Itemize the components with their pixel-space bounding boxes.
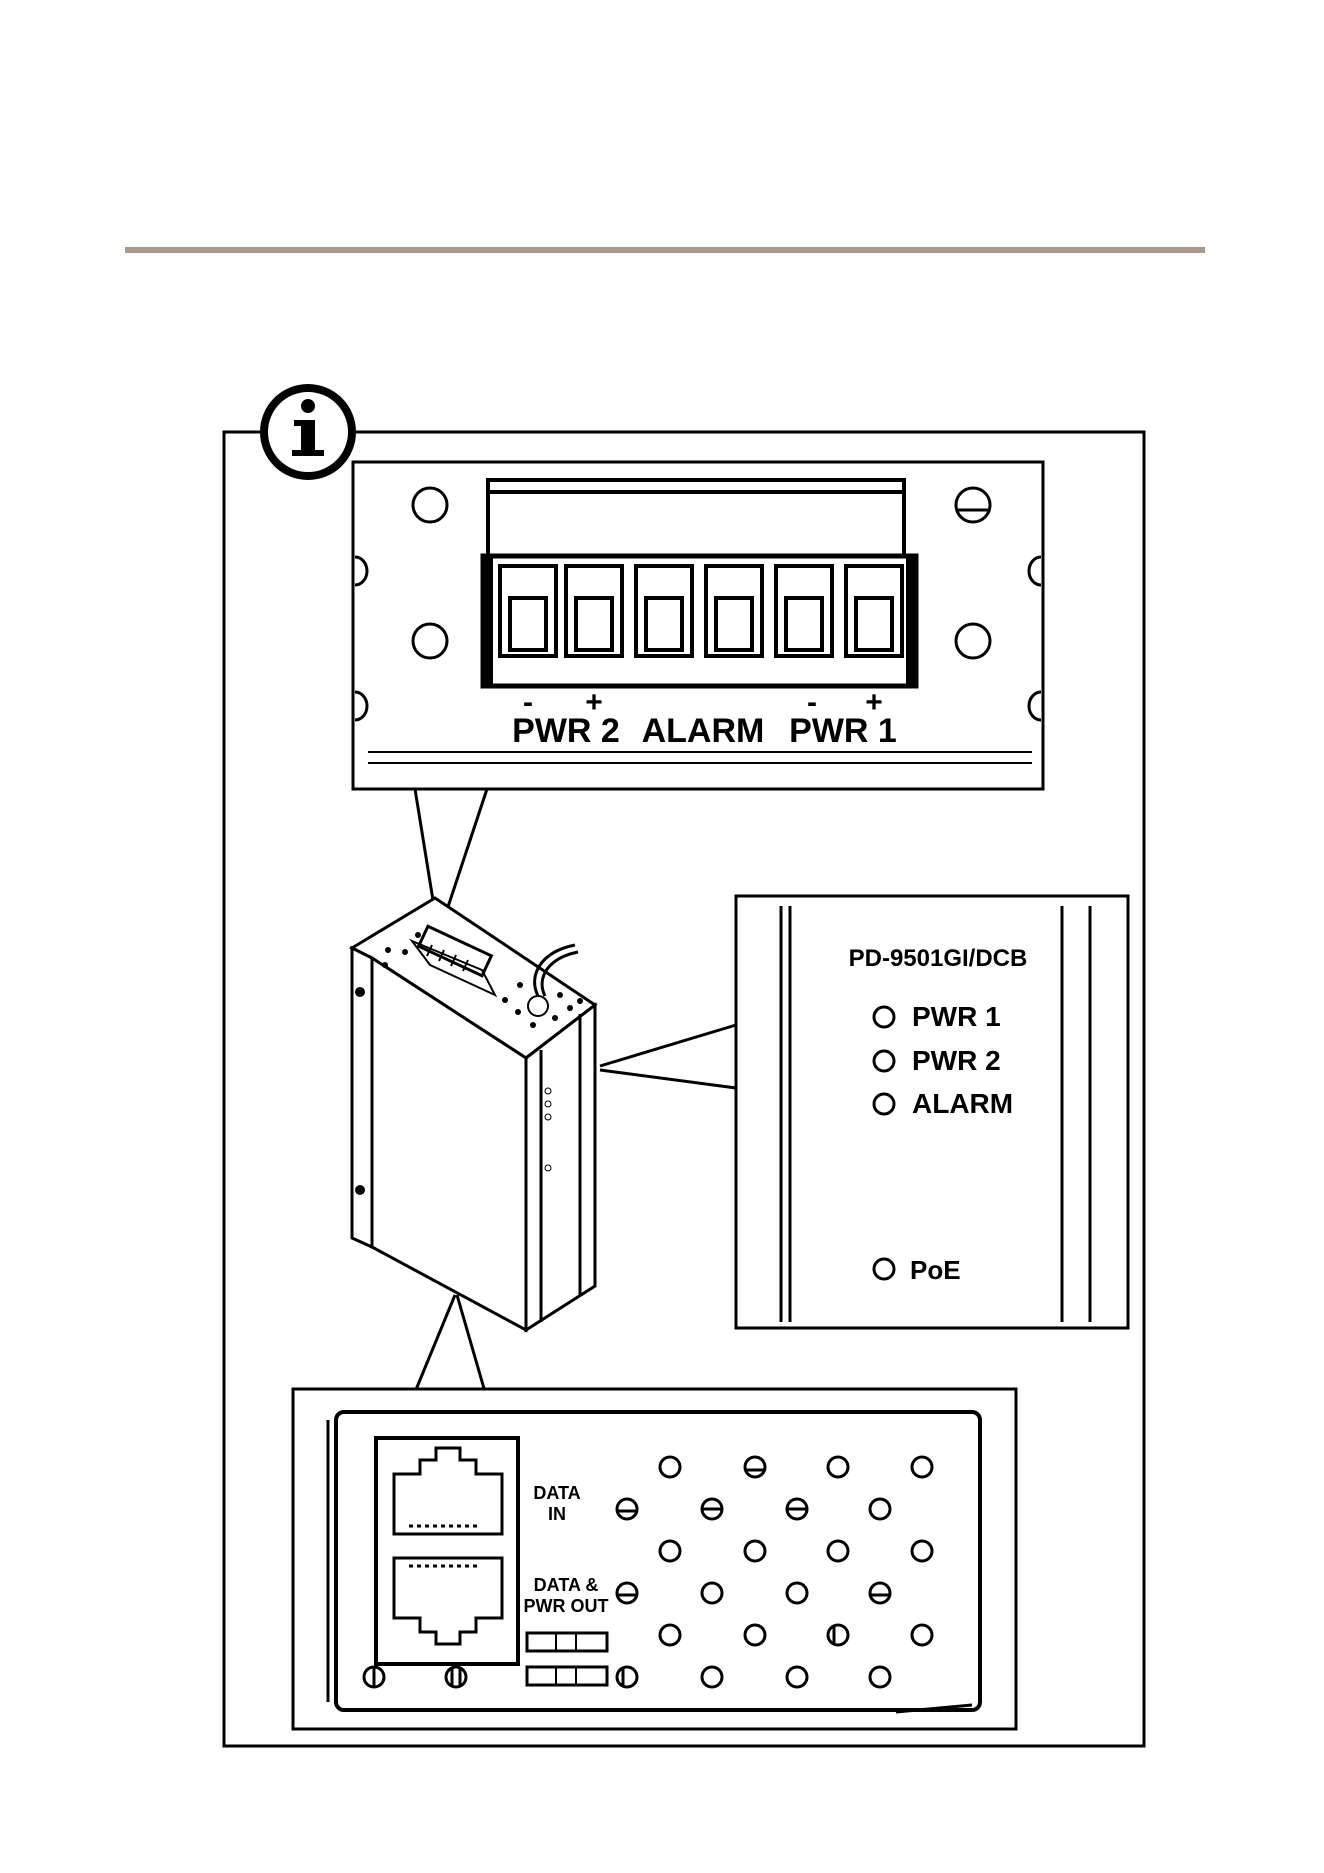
pwr1-label: PWR 1 [789,712,897,750]
pwr2-label: PWR 2 [512,712,620,750]
info-icon [264,388,352,476]
model-label: PD-9501GI/DCB [849,945,1028,972]
poe-led-label: PoE [910,1255,961,1285]
data-in-label-1: DATA [533,1483,580,1503]
pwr2-led-label: PWR 2 [912,1045,1001,1076]
port-callout: DATA IN DATA & PWR OUT [293,1389,1016,1729]
pwr1-led-label: PWR 1 [912,1001,1001,1032]
callout-pointer-right [600,1025,736,1088]
led-callout: PD-9501GI/DCB PWR 1 PWR 2 ALARM PoE [736,896,1128,1328]
callout-pointer-bottom [415,1295,485,1392]
data-pwr-out-label-1: DATA & [534,1575,599,1595]
alarm-label: ALARM [642,712,765,750]
alarm-led-label: ALARM [912,1088,1013,1119]
data-in-label-2: IN [548,1504,566,1524]
terminal-callout: - + - + PWR 2 ALARM PWR 1 [353,462,1043,789]
data-pwr-out-label-2: PWR OUT [524,1596,609,1616]
device-body [352,898,595,1330]
